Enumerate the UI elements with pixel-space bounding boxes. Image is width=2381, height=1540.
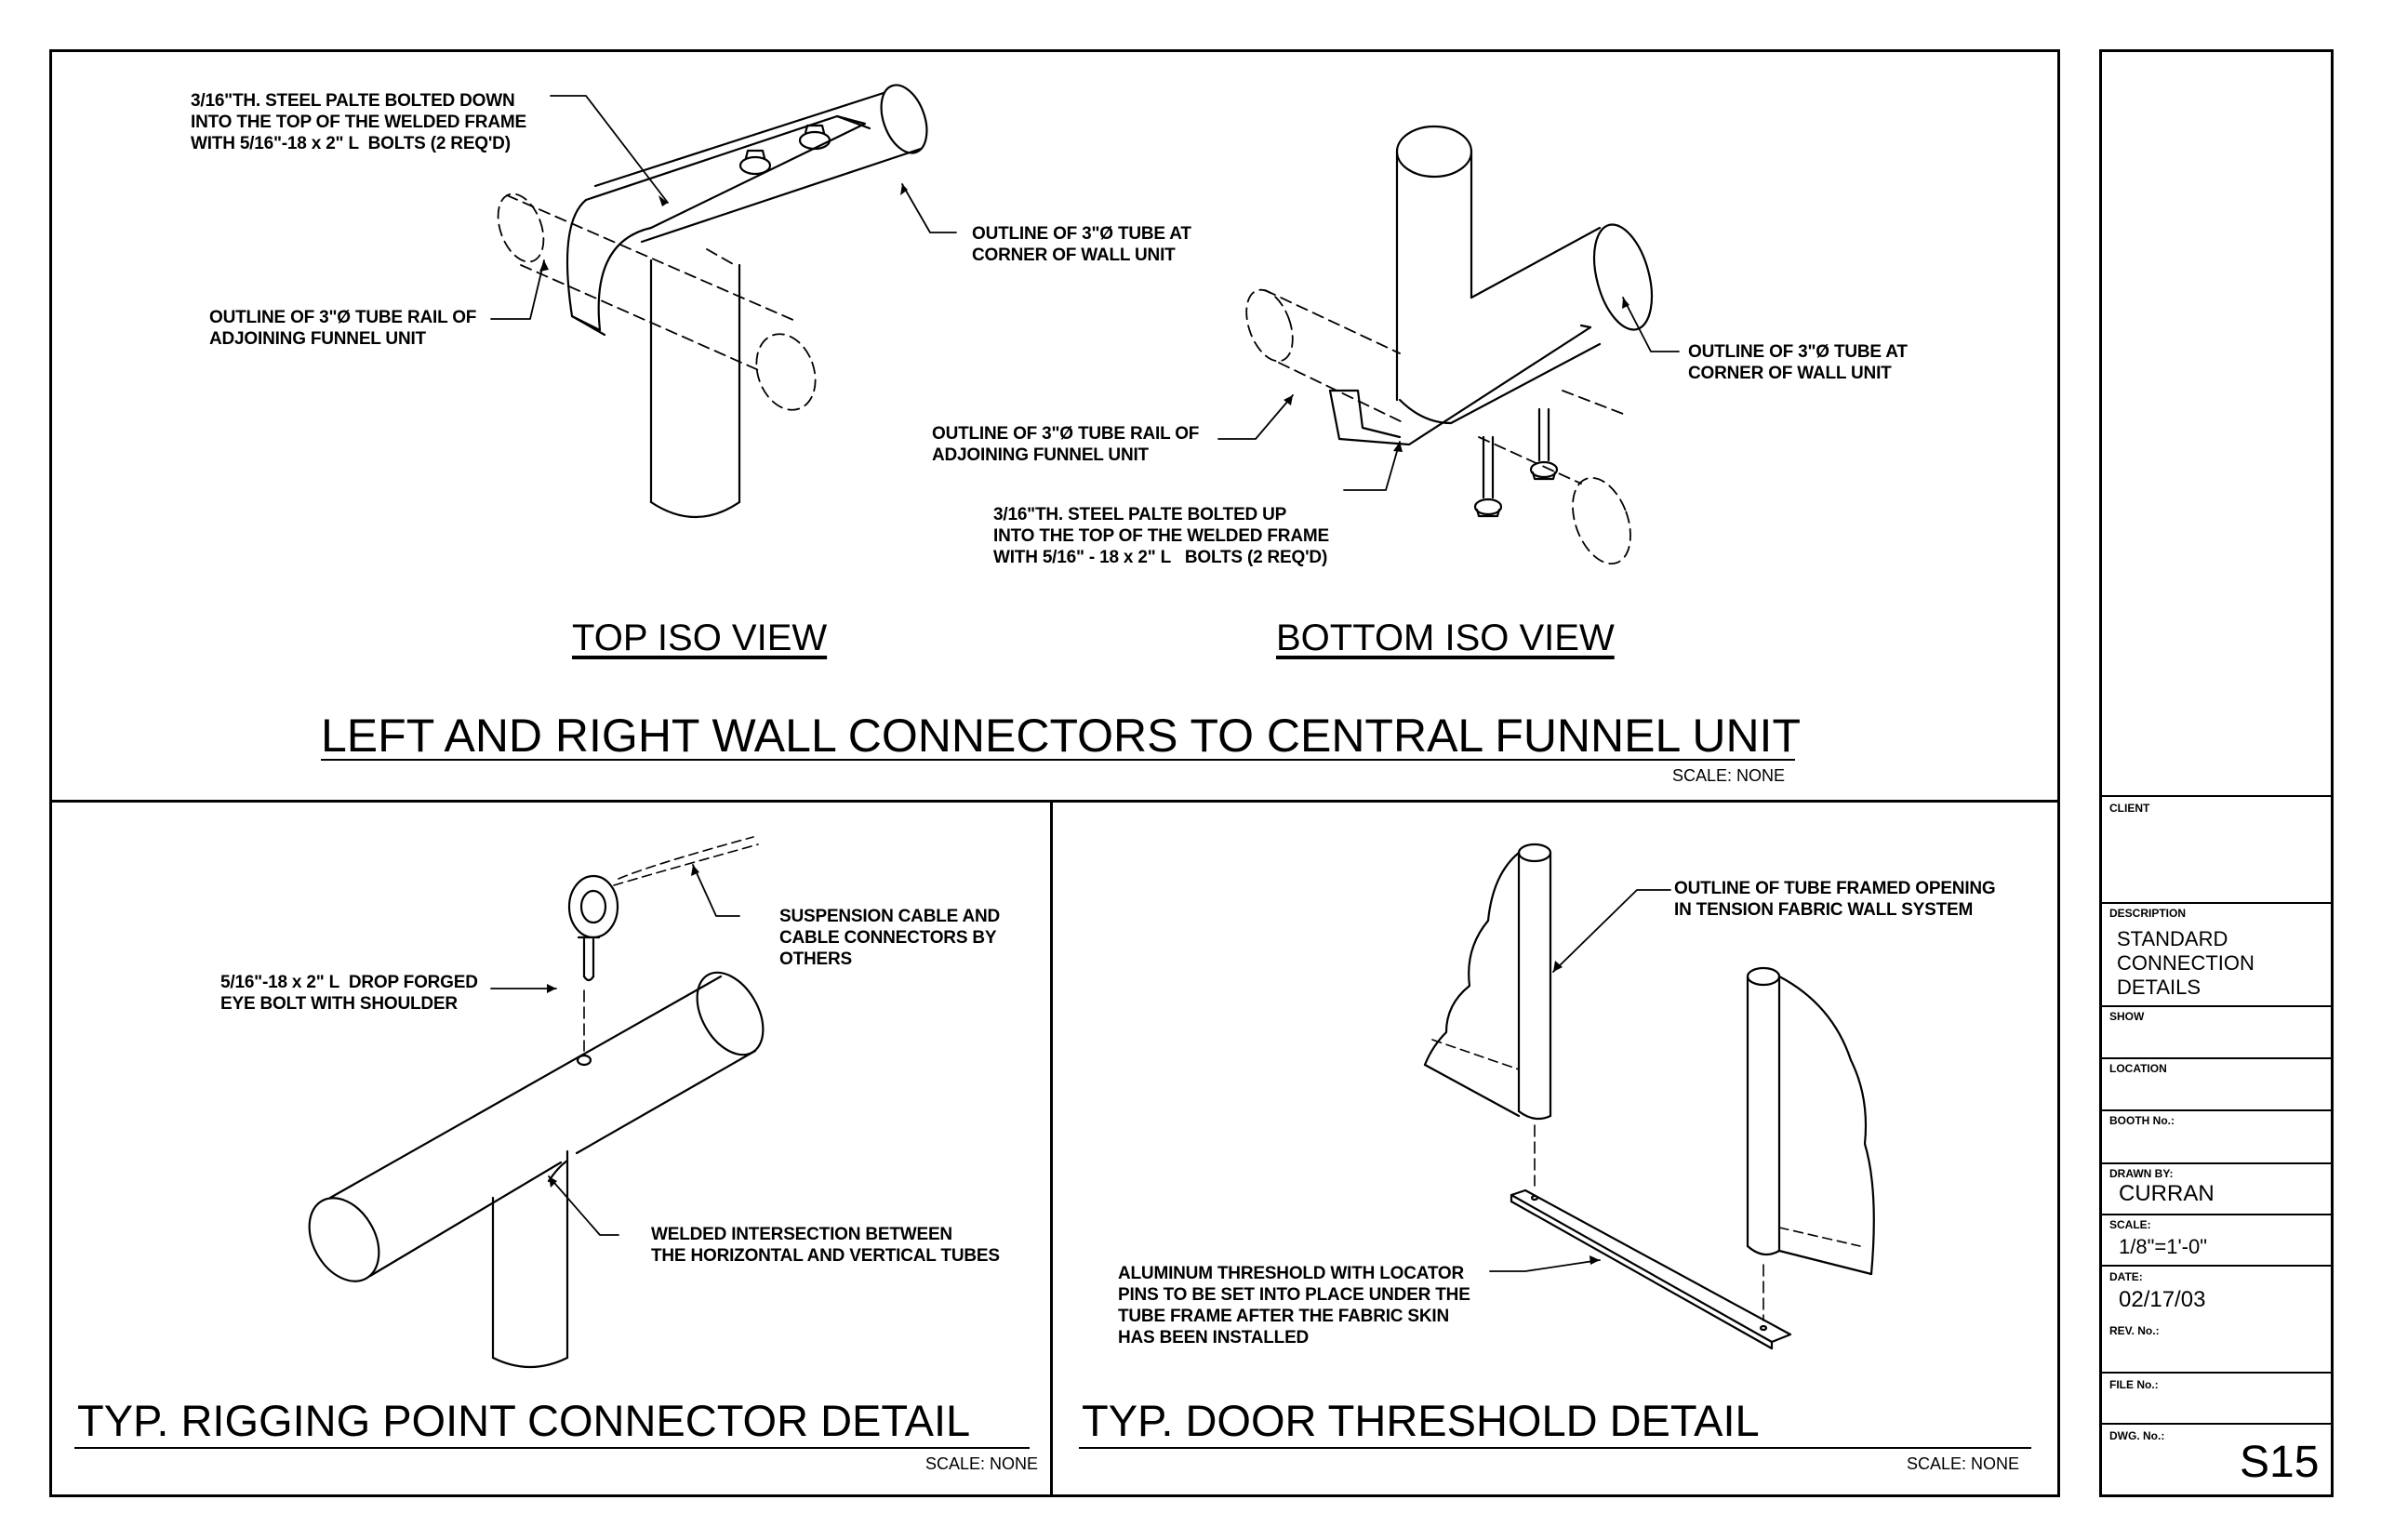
main-drawing-frame [49, 49, 2060, 1497]
rigging-eyebolt-note: 5/16"-18 x 2" L DROP FORGED EYE BOLT WIT… [220, 973, 478, 1014]
rigging-title-underline [74, 1447, 1030, 1449]
drawing-title: LEFT AND RIGHT WALL CONNECTORS TO CENTRA… [321, 710, 1801, 762]
door-opening-note: OUTLINE OF TUBE FRAMED OPENING IN TENSIO… [1674, 879, 1996, 920]
bottom-iso-drawing [1245, 125, 1654, 565]
top-iso-plate-note: 3/16"TH. STEEL PALTE BOLTED DOWN INTO TH… [191, 91, 526, 153]
tb-divider-scale [2099, 1214, 2334, 1215]
door-title: TYP. DOOR THRESHOLD DETAIL [1082, 1396, 1760, 1445]
top-iso-drawing [497, 84, 928, 518]
tb-description-label: DESCRIPTION [2109, 907, 2187, 920]
rigging-weld-note: WELDED INTERSECTION BETWEEN THE HORIZONT… [651, 1225, 1000, 1266]
tb-client-label: CLIENT [2109, 802, 2150, 815]
door-drawing [1423, 843, 1875, 1350]
tb-location-label: LOCATION [2109, 1062, 2167, 1075]
drawing-scale: SCALE: NONE [1672, 766, 1786, 785]
drawing-title-underline [321, 759, 1795, 761]
tb-dwg-label: DWG. No.: [2109, 1429, 2165, 1442]
tb-date-label: DATE: [2109, 1270, 2143, 1283]
door-scale: SCALE: NONE [1907, 1454, 2020, 1473]
door-title-underline [1079, 1447, 2031, 1449]
tb-show-label: SHOW [2109, 1010, 2145, 1023]
tb-drawn-by-label: DRAWN BY: [2109, 1167, 2174, 1180]
tb-dwg-value: S15 [2240, 1438, 2320, 1487]
rigging-scale: SCALE: NONE [925, 1454, 1039, 1473]
tb-divider-drawn-by [2099, 1162, 2334, 1164]
tb-scale-label: SCALE: [2109, 1218, 2151, 1231]
tb-booth-label: BOOTH No.: [2109, 1114, 2175, 1127]
bottom-iso-rail-note: OUTLINE OF 3"Ø TUBE RAIL OF ADJOINING FU… [932, 424, 1200, 465]
tb-drawn-by-value: CURRAN [2119, 1181, 2215, 1206]
tb-rev-label: REV. No.: [2109, 1324, 2160, 1337]
tb-scale-value: 1/8"=1'-0" [2119, 1235, 2208, 1258]
upper-lower-divider [49, 800, 2060, 803]
tb-divider-location [2099, 1057, 2334, 1059]
tb-date-value: 02/17/03 [2119, 1287, 2206, 1312]
door-threshold-note: ALUMINUM THRESHOLD WITH LOCATOR PINS TO … [1118, 1264, 1470, 1348]
rigging-drawing [308, 836, 765, 1369]
tb-description-value: STANDARD CONNECTION DETAILS [2117, 927, 2255, 999]
bottom-iso-plate-note: 3/16"TH. STEEL PALTE BOLTED UP INTO THE … [993, 505, 1329, 567]
tb-divider-file [2099, 1372, 2334, 1374]
tb-file-label: FILE No.: [2109, 1378, 2159, 1391]
tb-divider-date [2099, 1265, 2334, 1267]
rigging-cable-note: SUSPENSION CABLE AND CABLE CONNECTORS BY… [779, 907, 1001, 969]
tb-divider-client [2099, 795, 2334, 797]
tb-divider-show [2099, 1005, 2334, 1007]
top-iso-rail-note: OUTLINE OF 3"Ø TUBE RAIL OF ADJOINING FU… [209, 308, 477, 349]
rigging-title: TYP. RIGGING POINT CONNECTOR DETAIL [77, 1396, 971, 1445]
tb-divider-dwg [2099, 1423, 2334, 1425]
bottom-iso-title: BOTTOM ISO VIEW [1276, 617, 1615, 658]
tb-divider-booth [2099, 1109, 2334, 1111]
lower-panel-divider [1050, 800, 1053, 1497]
bottom-iso-corner-tube-note: OUTLINE OF 3"Ø TUBE AT CORNER OF WALL UN… [1688, 342, 1908, 383]
top-iso-corner-tube-note: OUTLINE OF 3"Ø TUBE AT CORNER OF WALL UN… [972, 224, 1191, 265]
top-iso-title: TOP ISO VIEW [572, 617, 828, 658]
title-block-frame [2099, 49, 2334, 1497]
tb-divider-description [2099, 902, 2334, 904]
leader-lines [490, 95, 1680, 1272]
